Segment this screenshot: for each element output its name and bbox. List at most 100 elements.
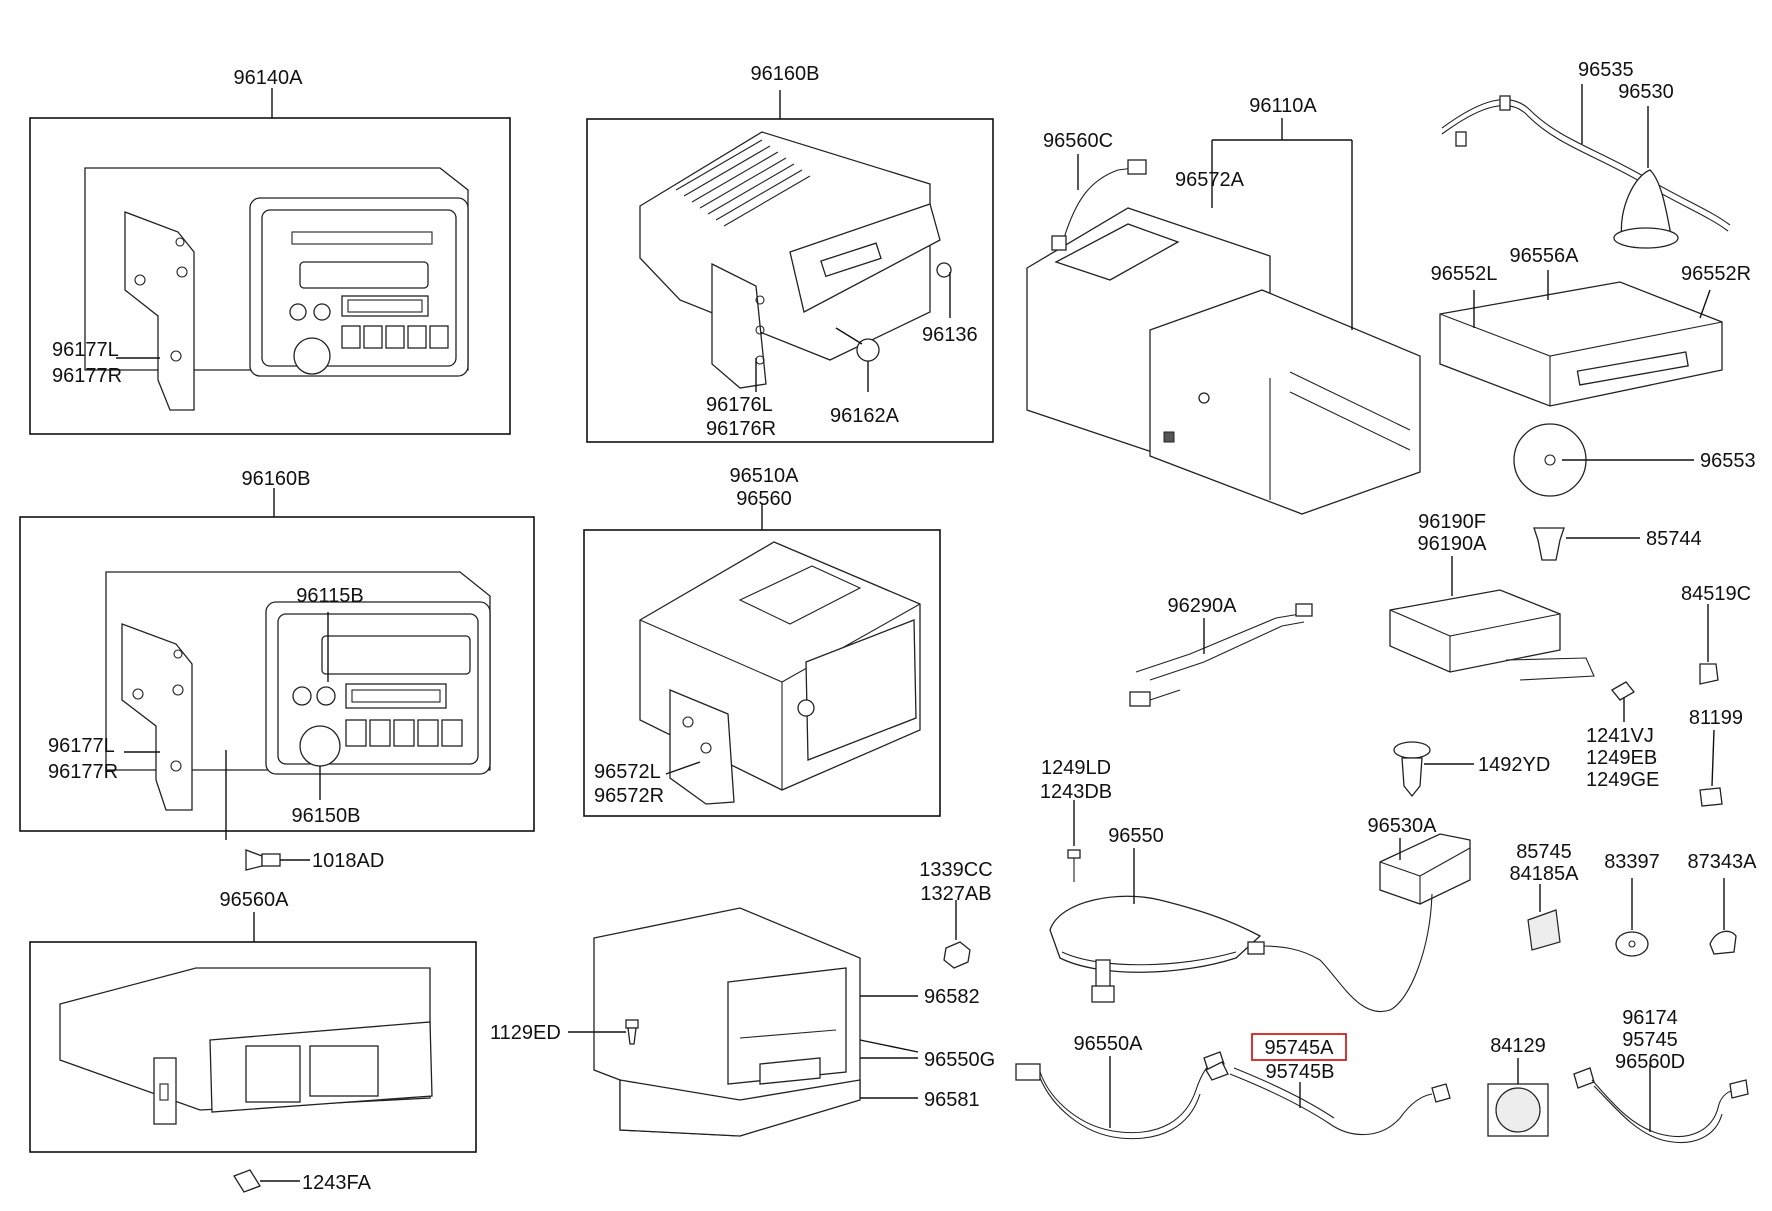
group-96535-96530: 96535 96530 xyxy=(1441,59,1731,249)
screw-1243FA: 1243FA xyxy=(233,1169,372,1194)
group-96510A: 96510A 96560 96572L 96572R xyxy=(583,465,941,817)
part-label[interactable]: 96177L xyxy=(52,339,119,361)
group-96140A: 96140A 96177L 96177R xyxy=(29,67,511,435)
antenna-96530 xyxy=(1620,169,1673,241)
part-84519C: 84519C xyxy=(1681,583,1751,685)
part-label[interactable]: 96552L xyxy=(1431,263,1498,285)
bracket-96176 xyxy=(711,262,767,389)
preset-buttons xyxy=(341,325,449,349)
part-label[interactable]: 81199 xyxy=(1689,707,1743,729)
module-96530A: 96530A xyxy=(1247,815,1471,1013)
tray-unit-96556A xyxy=(1439,281,1723,407)
part-label[interactable]: 96176L xyxy=(706,394,773,416)
part-label[interactable]: 96572L xyxy=(594,761,661,783)
part-label[interactable]: 1327AB xyxy=(920,883,991,905)
part-label[interactable]: 1018AD xyxy=(312,850,384,872)
part-label[interactable]: 96177R xyxy=(52,365,122,387)
part-label[interactable]: 84519C xyxy=(1681,583,1751,605)
part-label[interactable]: 96150B xyxy=(292,805,361,827)
part-label[interactable]: 96560A xyxy=(220,889,290,911)
part-label[interactable]: 83397 xyxy=(1604,851,1660,873)
part-label[interactable]: 1249GE xyxy=(1586,769,1659,791)
part-label[interactable]: 96190F xyxy=(1418,511,1486,533)
cable-96174: 96174 95745 96560D xyxy=(1573,1007,1749,1144)
pin-1492YD: 1492YD xyxy=(1393,741,1550,798)
nut-1339CC: 1339CC 1327AB xyxy=(919,859,993,969)
part-label[interactable]: 1243FA xyxy=(302,1172,372,1194)
part-label[interactable]: 96160B xyxy=(751,63,820,85)
group-frame xyxy=(586,118,994,443)
bracket xyxy=(153,1057,177,1125)
part-label[interactable]: 96572A xyxy=(1175,169,1245,191)
part-label[interactable]: 1241VJ xyxy=(1586,725,1654,747)
part-label[interactable]: 96556A xyxy=(1510,245,1580,267)
part-label[interactable]: 85744 xyxy=(1646,528,1702,550)
tray-96581 xyxy=(619,1079,861,1137)
part-label[interactable]: 96553 xyxy=(1700,450,1756,472)
part-label[interactable]: 96550 xyxy=(1108,825,1164,847)
part-label[interactable]: 96550A xyxy=(1074,1033,1144,1055)
part-label[interactable]: 1243DB xyxy=(1040,781,1112,803)
part-label[interactable]: 96177R xyxy=(48,761,118,783)
clip-85744: 85744 xyxy=(1533,527,1702,561)
part-label[interactable]: 1339CC xyxy=(919,859,992,881)
bracket-96177-mid xyxy=(121,623,193,811)
part-label[interactable]: 96510A xyxy=(730,465,800,487)
cd-changer-96110A xyxy=(1149,289,1421,515)
part-label[interactable]: 96552R xyxy=(1681,263,1751,285)
antenna-harness-96535 xyxy=(1441,98,1731,226)
part-label[interactable]: 96115B xyxy=(296,585,363,607)
part-label[interactable]: 96560C xyxy=(1043,130,1113,152)
nav-screen xyxy=(805,619,917,761)
volume-knob-96150B xyxy=(299,725,341,767)
amp-96190F: 96190F 96190A xyxy=(1389,511,1595,681)
part-label[interactable]: 1249LD xyxy=(1041,757,1111,779)
part-label[interactable]: 84185A xyxy=(1510,863,1580,885)
speaker-96550: 96550 xyxy=(1049,825,1262,1003)
part-label[interactable]: 96560D xyxy=(1615,1051,1685,1073)
part-label[interactable]: 96174 xyxy=(1622,1007,1678,1029)
part-label[interactable]: 96550G xyxy=(924,1049,995,1071)
part-label[interactable]: 96160B xyxy=(242,468,311,490)
cable-96290A: 96290A xyxy=(1129,595,1313,707)
part-label[interactable]: 87343A xyxy=(1688,851,1758,873)
part-label[interactable]: 96190A xyxy=(1418,533,1488,555)
part-label[interactable]: 95745B xyxy=(1266,1061,1335,1083)
part-label[interactable]: 96535 xyxy=(1578,59,1634,81)
group-frame xyxy=(19,516,535,832)
cable-96560C xyxy=(1063,167,1135,239)
part-label-highlighted[interactable]: 95745A xyxy=(1265,1037,1335,1059)
preset-buttons xyxy=(345,719,463,747)
part-label[interactable]: 1492YD xyxy=(1478,754,1550,776)
highlight-box xyxy=(1251,1033,1347,1061)
part-label[interactable]: 96560 xyxy=(736,488,792,510)
group-96110A: 96560C 96110A 96572A xyxy=(1026,95,1421,515)
part-84129: 84129 xyxy=(1487,1035,1549,1137)
part-label[interactable]: 95745 xyxy=(1622,1029,1678,1051)
part-label[interactable]: 96162A xyxy=(830,405,900,427)
part-label[interactable]: 96581 xyxy=(924,1089,980,1111)
clip-81199: 81199 xyxy=(1689,707,1743,807)
part-label[interactable]: 96530A xyxy=(1368,815,1438,837)
group-96582-storage-box: 96582 96550G 96581 xyxy=(593,907,995,1137)
cable-95745A: 95745A 95745B xyxy=(1205,1033,1451,1136)
part-label[interactable]: 1129ED xyxy=(490,1022,561,1044)
part-label[interactable]: 96177L xyxy=(48,735,115,757)
group-frame xyxy=(29,941,477,1153)
part-label[interactable]: 96530 xyxy=(1618,81,1674,103)
part-label[interactable]: 96176R xyxy=(706,418,776,440)
screw-1249LD: 1249LD 1243DB xyxy=(1040,757,1112,882)
group-96160B-top: 96160B 96136 96176L 96176R 96162A xyxy=(586,63,994,443)
part-label[interactable]: 96290A xyxy=(1168,595,1238,617)
part-label[interactable]: 96140A xyxy=(234,67,304,89)
part-label[interactable]: 96136 xyxy=(922,324,978,346)
part-label[interactable]: 84129 xyxy=(1490,1035,1546,1057)
part-label[interactable]: 85745 xyxy=(1516,841,1572,863)
part-label[interactable]: 96582 xyxy=(924,986,980,1008)
screw-1018AD: 1018AD xyxy=(245,849,384,872)
part-label[interactable]: 96572R xyxy=(594,785,664,807)
pad-85745: 85745 84185A xyxy=(1510,841,1580,951)
part-label[interactable]: 96110A xyxy=(1249,95,1317,117)
part-label[interactable]: 1249EB xyxy=(1586,747,1657,769)
